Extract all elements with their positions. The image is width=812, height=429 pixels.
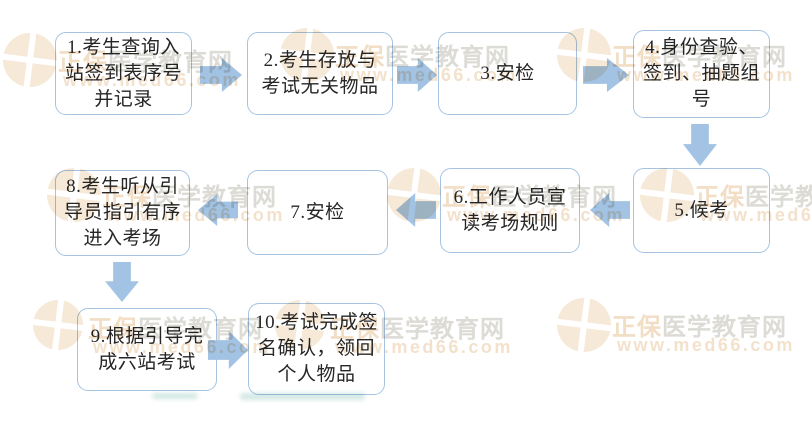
flow-step-2-label-line: 考试无关物品 <box>261 75 379 97</box>
watermark-logo-icon <box>3 33 57 87</box>
flow-step-1-label-line: 1.考生查询入 <box>67 36 180 58</box>
watermark-brand: 正保医学教育网 <box>612 307 787 342</box>
flow-step-2: 2.考生存放与考试无关物品 <box>247 32 393 115</box>
arrow-step7-step8-icon <box>198 194 238 226</box>
flow-step-3: 3.安检 <box>438 32 577 115</box>
flow-step-8-label-line: 8.考生听从引 <box>66 176 179 197</box>
flow-step-1-label-line: 站签到表序号 <box>64 62 182 84</box>
flow-step-4-label-line: 签到、抽题组 <box>642 63 760 84</box>
arrow-step4-step5-icon <box>683 124 717 166</box>
arrow-step1-step2-icon <box>200 58 242 92</box>
flow-step-9-label-line: 9.根据引导完 <box>90 325 204 347</box>
watermark-logo-icon <box>557 298 611 352</box>
flow-step-1: 1.考生查询入站签到表序号并记录 <box>55 32 192 115</box>
flow-step-9: 9.根据引导完成六站考试 <box>77 308 217 391</box>
watermark-url: www.med66.com <box>617 335 795 355</box>
watermark-brand-suffix: 医学教育网 <box>380 316 505 343</box>
flow-step-8-label-line: 导员指引有序 <box>63 202 181 223</box>
flow-step-9-label-line: 成六站考试 <box>98 351 196 373</box>
flow-step-2-label-line: 2.考生存放与 <box>263 49 377 71</box>
watermark-logo-icon <box>33 300 83 350</box>
flow-step-10-label-line: 个人物品 <box>277 364 356 385</box>
flow-step-5-label-line: 5.候考 <box>674 199 729 221</box>
flow-step-4-label-line: 号 <box>691 89 712 110</box>
flow-step-7: 7.安检 <box>247 170 388 255</box>
flow-step-8: 8.考生听从引导员指引有序进入考场 <box>55 170 190 256</box>
arrow-step8-step9-icon <box>105 262 139 302</box>
flow-step-6: 6.工作人员宣读考场规则 <box>440 168 580 253</box>
flow-step-4: 4.身份查验、签到、抽题组号 <box>633 30 770 118</box>
flow-step-1-label-line: 并记录 <box>94 88 153 110</box>
flow-step-10-label-line: 名确认，领回 <box>257 338 375 359</box>
flow-step-4-label-line: 4.身份查验、 <box>645 37 758 58</box>
arrow-step6-step7-icon <box>396 193 436 227</box>
flow-step-6-label-line: 6.工作人员宣 <box>453 186 567 208</box>
arrow-step2-step3-icon <box>397 58 437 92</box>
arrow-step5-step6-icon <box>590 193 630 227</box>
arrow-step3-step4-icon <box>583 58 629 92</box>
watermark-fragment <box>152 393 198 399</box>
flow-step-10-label-line: 10.考试完成签 <box>255 312 378 333</box>
flow-step-7-label-line: 7.安检 <box>290 201 345 223</box>
flow-step-6-label-line: 读考场规则 <box>461 212 559 234</box>
flow-step-5: 5.候考 <box>633 168 770 253</box>
flow-step-10: 10.考试完成签名确认，领回个人物品 <box>248 303 385 395</box>
watermark-brand-prefix: 正保 <box>612 314 662 341</box>
flow-step-3-label-line: 3.安检 <box>480 62 535 84</box>
flow-step-8-label-line: 进入考场 <box>83 228 162 249</box>
watermark-brand-suffix: 医学教育网 <box>662 314 787 341</box>
